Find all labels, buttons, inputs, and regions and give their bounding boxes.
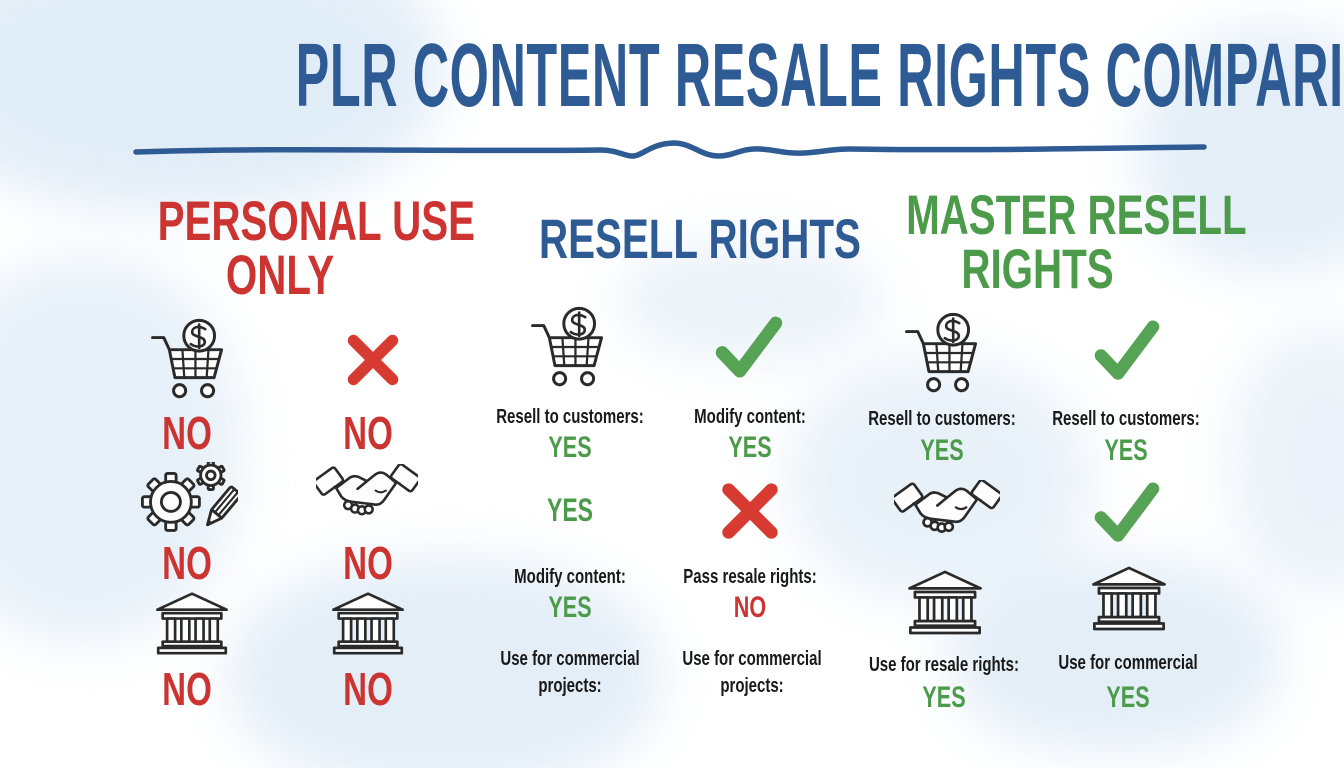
background-wash	[790, 360, 1090, 600]
bank-icon	[904, 566, 986, 638]
cell-label: Modify content:	[514, 566, 626, 588]
background-wash	[620, 240, 880, 360]
bank-icon	[1088, 562, 1170, 634]
cart-dollar-icon	[146, 318, 230, 400]
cell-label: Resell to customers:	[868, 408, 1016, 430]
cell-label: Resell to customers:	[496, 406, 644, 428]
column-header-line: RESELL RIGHTS	[539, 207, 861, 270]
cell-label: Use for commercial	[1058, 652, 1198, 674]
cell-label: Use for commercial projects:	[500, 648, 640, 697]
cell-value: YES	[920, 434, 964, 467]
x-mark-icon	[716, 476, 784, 546]
cell-label: Use for resale rights:	[868, 654, 1020, 676]
column-header-line: RIGHTS	[961, 237, 1114, 300]
background-wash	[230, 560, 660, 768]
cell-value: YES	[728, 431, 772, 464]
gear-pencil-icon	[138, 462, 238, 538]
cell-value: NO	[162, 407, 212, 459]
cell-value: NO	[162, 663, 212, 715]
handshake-icon	[316, 464, 418, 536]
column-header-line: MASTER RESELL	[906, 183, 1247, 246]
check-mark-icon	[710, 312, 788, 384]
cell-value: NO	[733, 591, 767, 624]
cell-value: NO	[343, 537, 393, 589]
column-header: MASTER RESELL RIGHTS	[855, 183, 1247, 300]
cell-value: NO	[343, 407, 393, 459]
cart-dollar-icon	[526, 306, 610, 388]
cell-label: Pass resale rights:	[683, 566, 817, 588]
check-mark-icon	[1088, 316, 1166, 386]
cell-label: Modify content:	[694, 406, 806, 428]
cell-label: Resell to customers:	[1052, 408, 1200, 430]
bank-icon	[152, 590, 232, 656]
page-title: PLR CONTENT RESALE RIGHTS COMPARISON	[295, 26, 1344, 126]
x-mark-icon	[342, 328, 404, 392]
divider-wave	[133, 140, 1207, 159]
column-header-line: ONLY	[225, 243, 335, 306]
cell-value: NO	[162, 537, 212, 589]
background-wash	[1230, 330, 1344, 590]
cell-value: YES	[922, 681, 966, 714]
cell-value: YES	[546, 492, 594, 528]
cart-dollar-icon	[900, 312, 984, 394]
bank-icon	[328, 590, 408, 656]
cell-label: Use for commercial projects:	[682, 648, 822, 697]
column-header-line: PERSONAL USE	[157, 189, 476, 252]
cell-value: YES	[1104, 434, 1148, 467]
column-header: RESELL RIGHTS	[490, 207, 861, 270]
cell-value: YES	[548, 591, 592, 624]
cell-value: NO	[343, 663, 393, 715]
column-header: PERSONAL USE ONLY	[110, 189, 476, 306]
check-mark-icon	[1090, 478, 1164, 548]
cell-value: YES	[1106, 681, 1150, 714]
cell-value: YES	[548, 431, 592, 464]
handshake-icon	[894, 480, 1000, 554]
